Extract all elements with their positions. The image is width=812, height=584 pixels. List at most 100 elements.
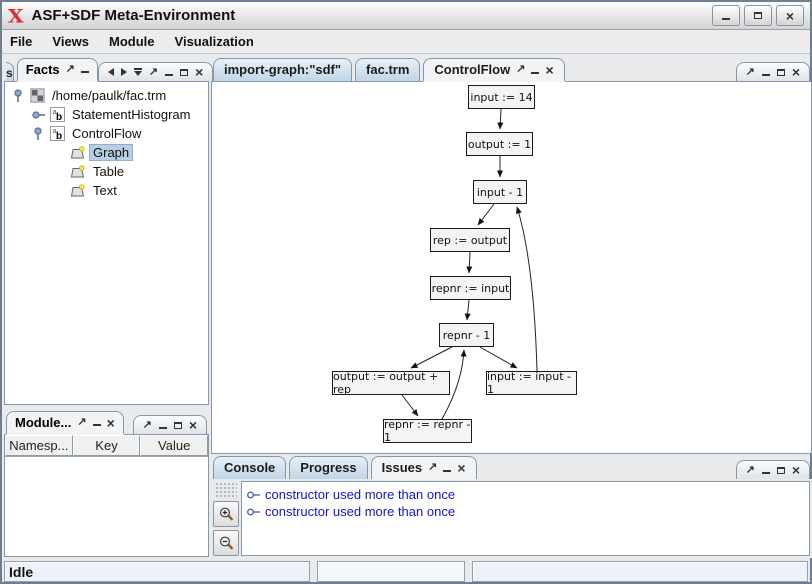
graph-node-output-1[interactable]: output := 1 <box>466 132 533 156</box>
undock-icon[interactable]: ↗ <box>428 461 438 473</box>
undock-icon[interactable]: ↗ <box>148 65 159 78</box>
graph-node-input-input-1[interactable]: input := input - 1 <box>486 370 577 396</box>
close-icon[interactable]: × <box>188 417 197 433</box>
close-button[interactable]: × <box>776 5 804 26</box>
graph-node-rep-output[interactable]: rep := output <box>430 228 510 252</box>
issue-handle-icon[interactable] <box>246 490 261 500</box>
minimize-icon[interactable] <box>80 71 89 73</box>
module-table-body[interactable] <box>5 457 208 556</box>
column-header-key[interactable]: Key <box>72 435 141 456</box>
svg-text:a: a <box>53 128 57 135</box>
maximize-icon[interactable] <box>776 466 785 474</box>
close-icon[interactable]: × <box>195 64 204 80</box>
undock-icon[interactable]: ↗ <box>65 63 75 75</box>
minimize-button[interactable] <box>712 5 740 26</box>
tree-item-graph[interactable]: Graph <box>5 143 208 162</box>
tab-label: Progress <box>300 460 357 475</box>
close-icon[interactable]: × <box>791 462 800 478</box>
zoom-in-button[interactable] <box>213 501 239 527</box>
issue-text: constructor used more than once <box>265 487 456 502</box>
issue-handle-icon[interactable] <box>246 507 261 517</box>
graph-edge-n7-n9 <box>401 394 419 417</box>
title-bar: X ASF+SDF Meta-Environment × <box>2 2 810 30</box>
collapse-all-icon[interactable] <box>133 68 142 76</box>
undock-icon[interactable]: ↗ <box>745 65 755 78</box>
minimize-icon[interactable] <box>92 423 101 426</box>
undock-icon[interactable]: ↗ <box>77 416 87 428</box>
graph-node-repnr-repnr-1[interactable]: repnr := repnr - 1 <box>383 418 472 444</box>
graph-edge-n8-n3 <box>516 206 538 372</box>
graph-node-repnr-1[interactable]: repnr - 1 <box>439 323 494 347</box>
menu-visualization[interactable]: Visualization <box>174 34 254 49</box>
close-icon[interactable]: × <box>106 414 115 431</box>
column-header-namesp[interactable]: Namesp... <box>5 435 73 456</box>
tab-issues[interactable]: Issues↗× <box>370 456 477 479</box>
graph-node-input-1[interactable]: input - 1 <box>473 180 527 204</box>
zoom-out-button[interactable] <box>213 530 239 556</box>
graph-edge-n4-n5 <box>466 251 473 274</box>
maximize-button[interactable] <box>744 5 772 26</box>
drag-grip[interactable] <box>215 482 237 497</box>
tree-item-text[interactable]: Text <box>5 181 208 200</box>
tab-label: import-graph:"sdf" <box>224 62 342 77</box>
tree-item-label: StatementHistogram <box>72 107 191 122</box>
back-icon[interactable] <box>107 68 114 76</box>
tab-progress[interactable]: Progress <box>289 456 368 479</box>
graph-node-output-output-rep[interactable]: output := output + rep <box>332 370 450 396</box>
minimize-icon[interactable] <box>158 427 167 429</box>
undock-icon[interactable]: ↗ <box>745 463 755 476</box>
minimize-icon <box>722 17 730 20</box>
tree-handle-expanded-icon[interactable] <box>13 88 25 103</box>
graph-edge-n9-n6 <box>441 349 467 420</box>
graph-node-input-14[interactable]: input := 14 <box>468 85 535 109</box>
minimize-icon[interactable] <box>165 74 174 76</box>
issue-item[interactable]: constructor used more than once <box>246 486 805 503</box>
tab-partial-modules[interactable]: s <box>6 62 14 81</box>
undock-icon[interactable]: ↗ <box>142 418 152 431</box>
close-icon[interactable]: × <box>545 61 554 78</box>
tab-module[interactable]: Module... ↗× <box>6 411 124 434</box>
column-header-value[interactable]: Value <box>140 435 209 456</box>
maximize-icon[interactable] <box>180 68 189 76</box>
tree-item-label: Table <box>93 164 125 179</box>
close-icon[interactable]: × <box>457 459 466 476</box>
menu-file[interactable]: File <box>10 34 33 49</box>
main-toolbar: ↗× <box>735 62 810 81</box>
undock-icon[interactable]: ↗ <box>516 63 526 75</box>
graph-node-repnr-input[interactable]: repnr := input <box>430 276 511 300</box>
menu-module[interactable]: Module <box>109 34 155 49</box>
minimize-icon[interactable] <box>761 74 770 76</box>
forward-icon[interactable] <box>120 68 127 76</box>
svg-text:a: a <box>53 109 57 116</box>
tab-controlflow[interactable]: ControlFlow↗× <box>423 58 565 81</box>
tree-item-table[interactable]: Table <box>5 162 208 181</box>
tree-handle-expanded-icon[interactable] <box>33 126 45 141</box>
graph-canvas[interactable]: input := 14 output := 1 input - 1 rep := ou… <box>211 81 812 454</box>
tree-item-home-paulk-fac-trm[interactable]: /home/paulk/fac.trm <box>5 86 208 105</box>
graph-edge-n3-n4 <box>477 203 495 226</box>
issues-toolbar: ↗× <box>735 460 810 479</box>
tab-facts[interactable]: Facts ↗ <box>16 58 98 81</box>
maximize-icon[interactable] <box>173 421 182 429</box>
tree-handle-collapsed-icon[interactable] <box>31 109 46 121</box>
graph-edge-n5-n6 <box>464 299 471 321</box>
close-icon[interactable]: × <box>791 64 800 80</box>
menu-views[interactable]: Views <box>52 34 90 49</box>
minimize-icon[interactable] <box>531 71 540 74</box>
tab-console[interactable]: Console <box>213 456 287 479</box>
minimize-icon[interactable] <box>443 469 452 472</box>
maximize-icon[interactable] <box>776 68 785 76</box>
issue-item[interactable]: constructor used more than once <box>246 503 805 520</box>
svg-text:b: b <box>56 112 62 122</box>
facts-tab-row: s Facts ↗ ↗ × <box>4 56 214 81</box>
module-tab-row: Module... ↗× ↗× <box>4 409 209 434</box>
tab-fac-trm[interactable]: fac.trm <box>355 58 421 81</box>
tab-import-graph-sdf[interactable]: import-graph:"sdf" <box>213 58 353 81</box>
minimize-icon[interactable] <box>761 472 770 474</box>
